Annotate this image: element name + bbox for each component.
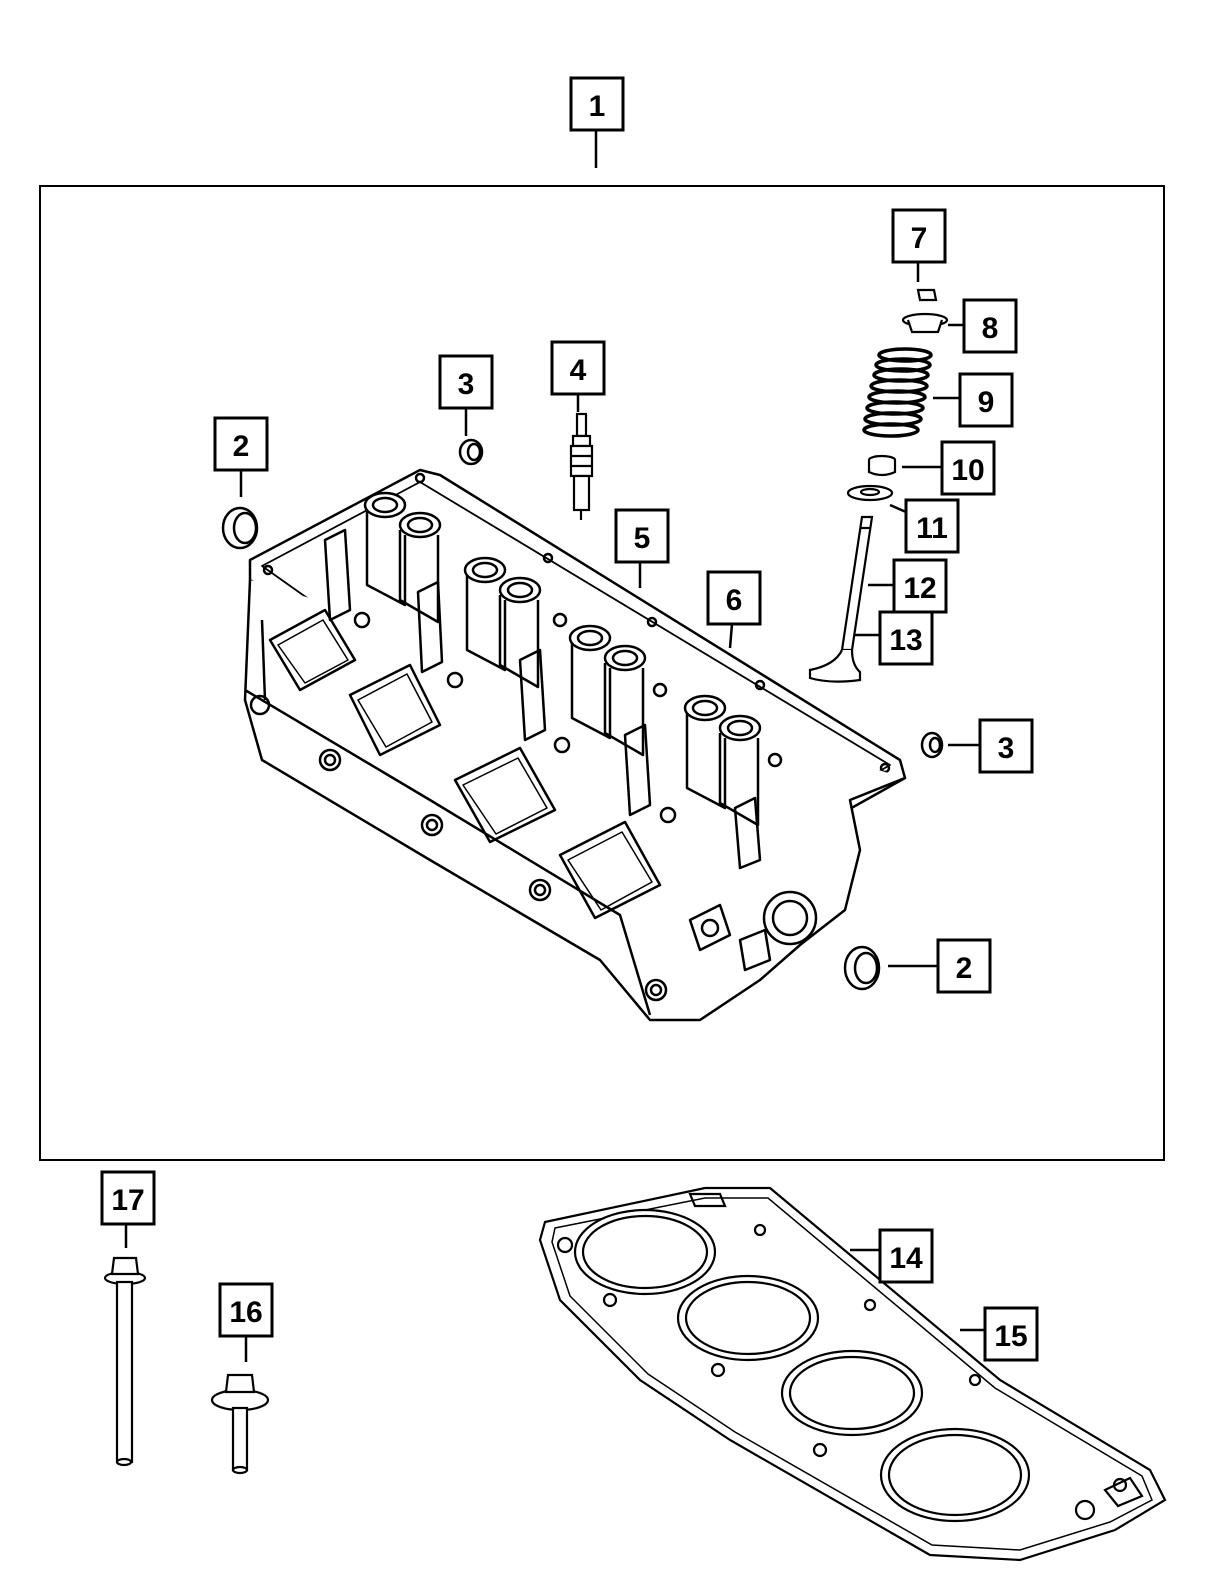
callout-17[interactable]: 17 <box>100 1170 156 1226</box>
callout-9[interactable]: 9 <box>958 372 1014 428</box>
cup-plug-upper[interactable] <box>221 506 259 550</box>
callout-16-label: 16 <box>229 1296 262 1329</box>
callout-15[interactable]: 15 <box>983 1306 1039 1362</box>
callout-10-label: 10 <box>951 454 984 487</box>
callout-7[interactable]: 7 <box>891 208 947 264</box>
cam-tower-3 <box>568 624 647 757</box>
callout-8-label: 8 <box>982 312 999 345</box>
callout-13[interactable]: 13 <box>878 610 934 666</box>
cylinder-head-illustration[interactable] <box>243 468 907 1022</box>
callout-3-upper-label: 3 <box>458 368 475 401</box>
callout-8[interactable]: 8 <box>962 298 1018 354</box>
callout-12-label: 12 <box>903 572 936 605</box>
callout-5[interactable]: 5 <box>614 508 670 564</box>
callout-2-lower-label: 2 <box>956 952 973 985</box>
head-bolt-long[interactable] <box>103 1256 147 1467</box>
callout-12[interactable]: 12 <box>892 558 948 614</box>
callout-14-label: 14 <box>889 1242 923 1275</box>
callout-11-label: 11 <box>916 512 948 545</box>
callout-6-label: 6 <box>726 584 743 617</box>
valve-spring[interactable] <box>862 347 933 438</box>
callout-10[interactable]: 10 <box>940 440 996 496</box>
callout-3-upper[interactable]: 3 <box>438 354 494 410</box>
spark-plug[interactable] <box>569 412 594 520</box>
callout-7-label: 7 <box>911 222 928 255</box>
callout-17-label: 17 <box>111 1184 144 1217</box>
valve-spring-retainer[interactable] <box>901 312 949 334</box>
assembly-frame <box>39 185 1165 1161</box>
valve-stem-seal[interactable] <box>867 454 897 477</box>
valve[interactable] <box>808 515 874 683</box>
head-bolt-short[interactable] <box>210 1373 270 1475</box>
callout-4-label: 4 <box>570 354 587 387</box>
cam-tower-2 <box>463 556 542 689</box>
callout-3-right-label: 3 <box>998 732 1015 765</box>
callout-14[interactable]: 14 <box>878 1228 934 1284</box>
callout-13-label: 13 <box>889 624 922 657</box>
callout-2-lower[interactable]: 2 <box>936 938 992 994</box>
cup-plug-lower[interactable] <box>843 945 881 991</box>
callout-5-label: 5 <box>634 522 651 555</box>
callout-9-label: 9 <box>978 386 995 419</box>
valve-spring-seat[interactable] <box>846 484 894 502</box>
callout-16[interactable]: 16 <box>218 1282 274 1338</box>
head-gasket[interactable] <box>538 1186 1167 1562</box>
callout-2-upper-label: 2 <box>233 430 250 463</box>
callout-11[interactable]: 11 <box>904 498 960 554</box>
callout-1[interactable]: 1 <box>569 76 625 132</box>
cam-tower-4 <box>683 694 762 827</box>
callout-2-upper[interactable]: 2 <box>213 416 269 472</box>
expansion-plug-upper[interactable] <box>458 438 484 466</box>
valve-keeper[interactable] <box>916 288 938 302</box>
callout-15-label: 15 <box>994 1320 1027 1353</box>
callout-4[interactable]: 4 <box>550 340 606 396</box>
callout-3-right[interactable]: 3 <box>978 718 1034 774</box>
callout-6[interactable]: 6 <box>706 570 762 626</box>
callout-1-label: 1 <box>589 90 606 123</box>
leader-lines <box>124 130 985 1362</box>
expansion-plug-right[interactable] <box>920 731 944 759</box>
